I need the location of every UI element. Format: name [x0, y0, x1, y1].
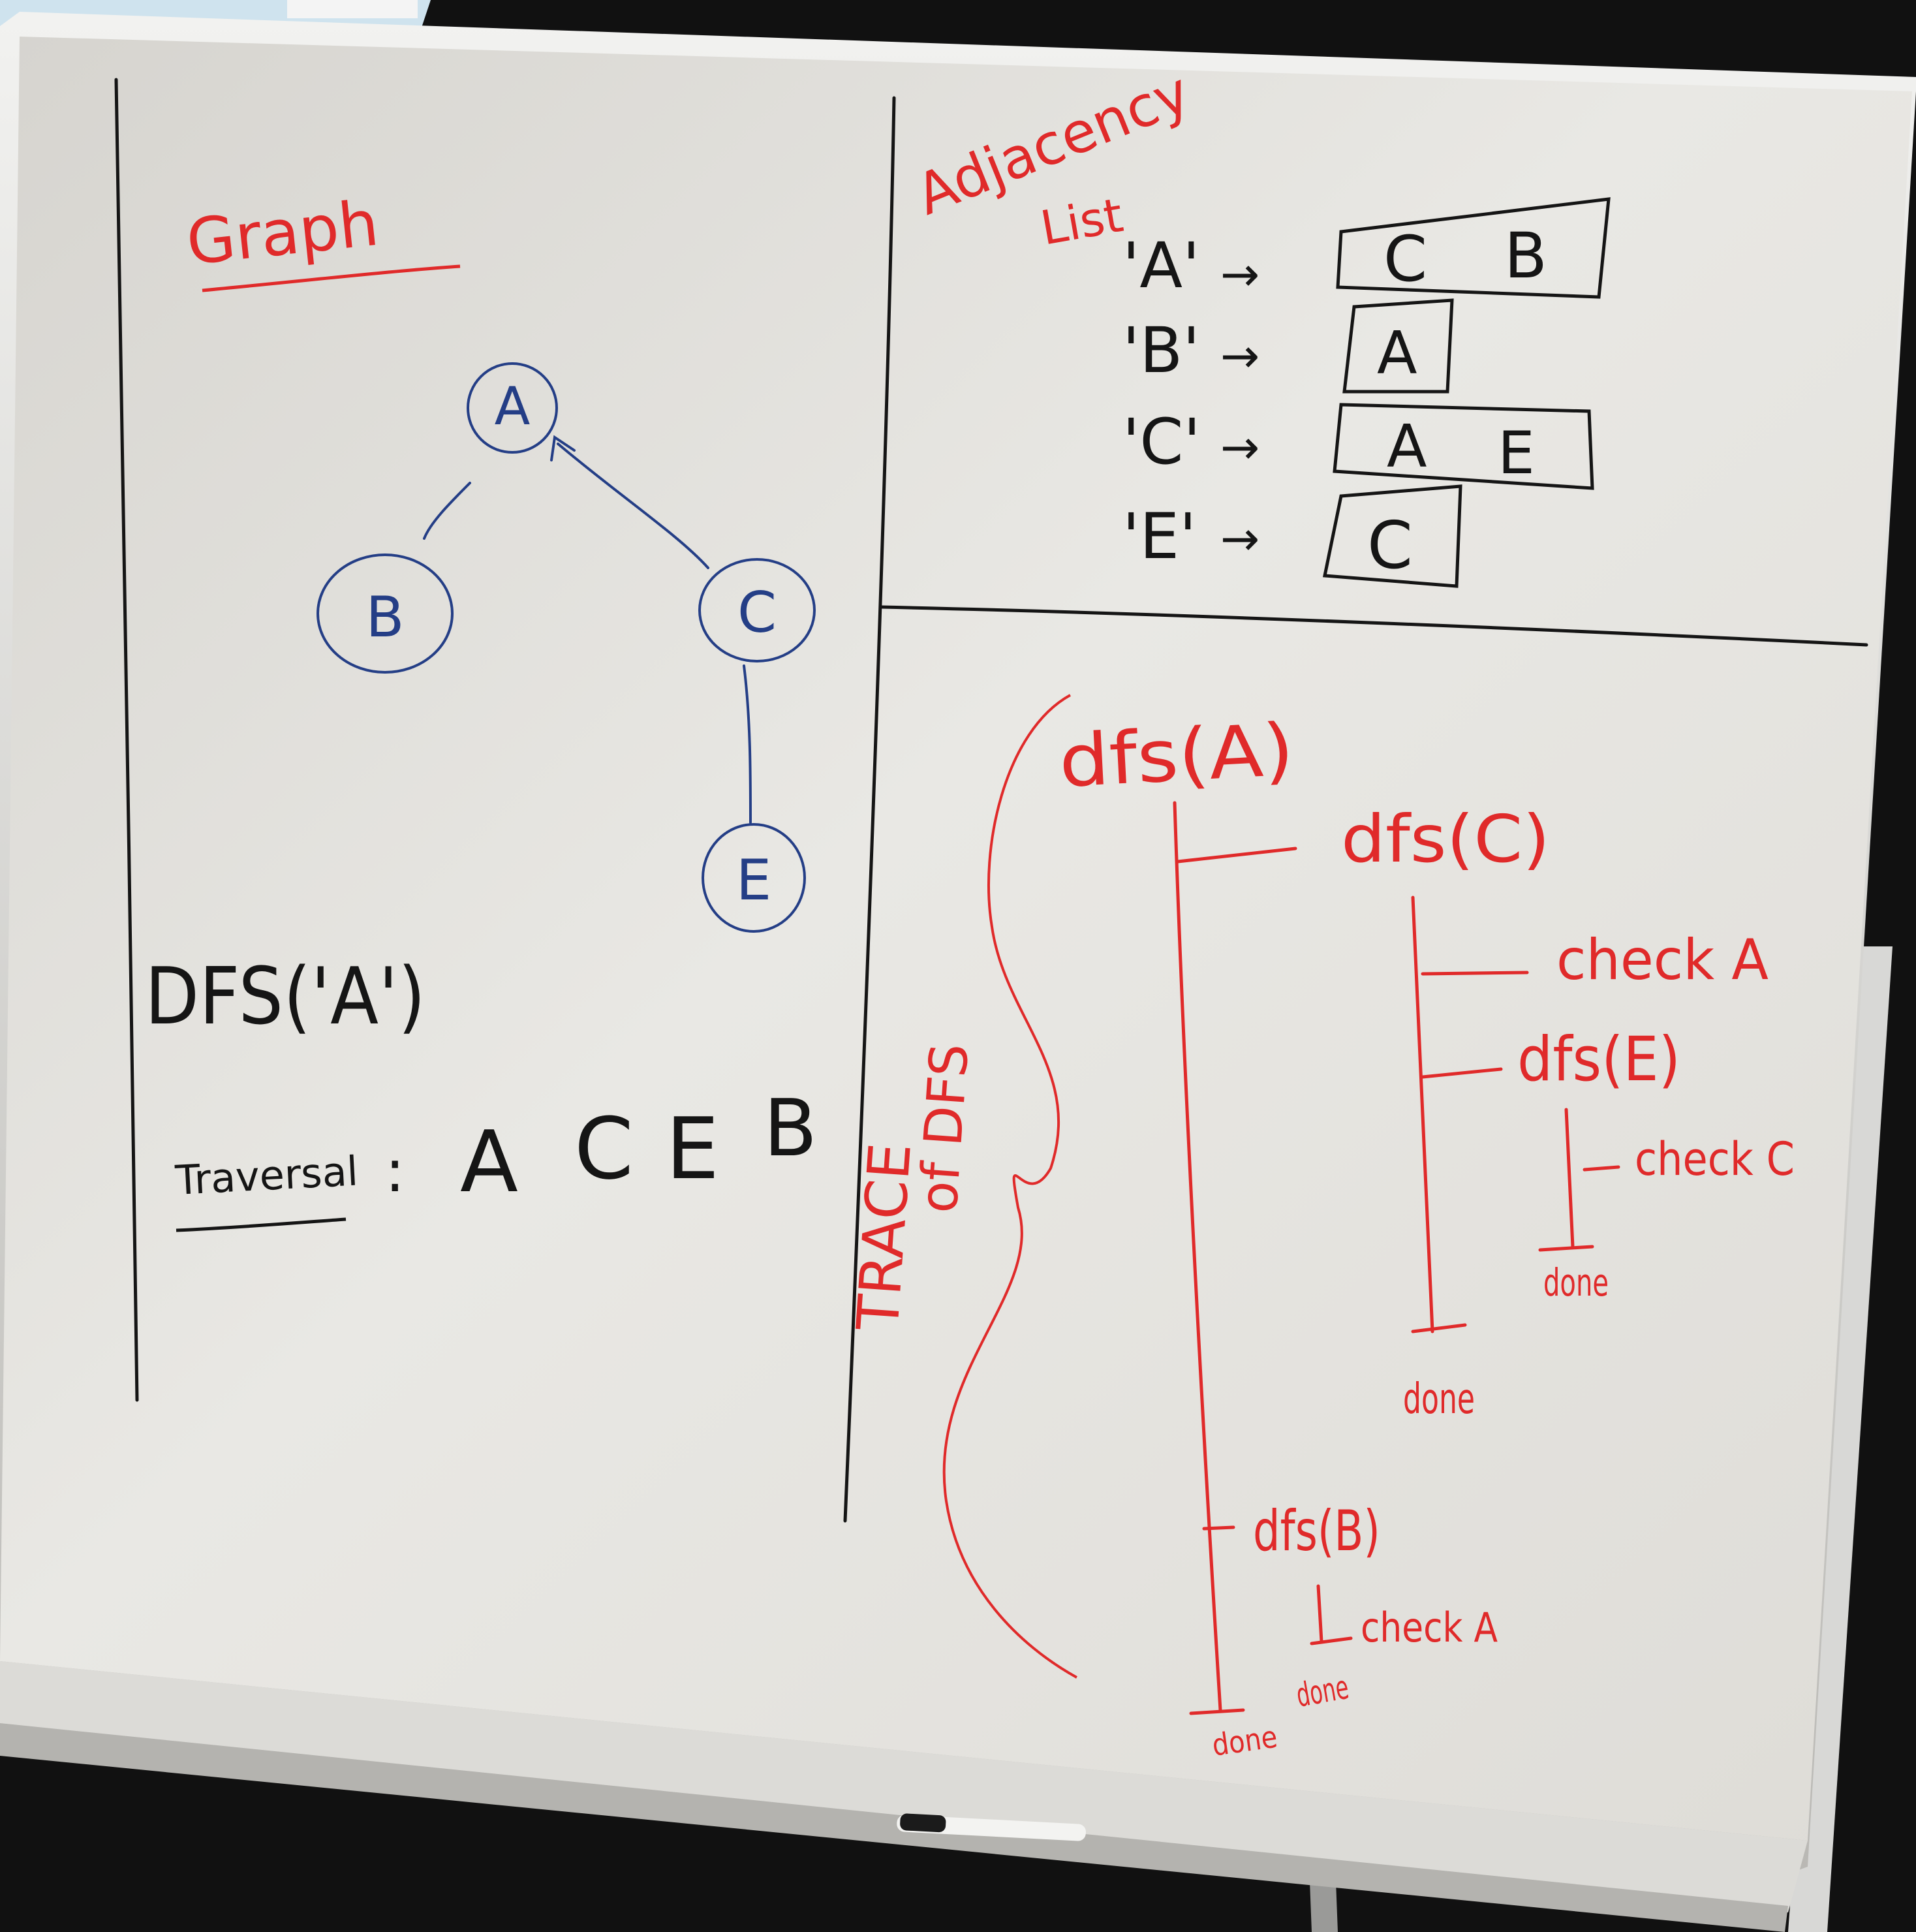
adjacency-row-e: 'E' → C	[1122, 484, 1462, 588]
dfs-call: DFS('A')	[145, 952, 425, 1042]
adjacency-row-a: 'A' → C B	[1122, 197, 1611, 302]
trace-step: dfs(E)	[1517, 1024, 1680, 1095]
section-dividers	[114, 78, 1868, 1523]
traversal-node: E	[666, 1099, 719, 1198]
neighbor-box	[1333, 403, 1594, 490]
edge-c-e	[743, 664, 752, 824]
graph-node-c: C	[698, 558, 816, 662]
neighbor-value: B	[1504, 219, 1547, 292]
neighbor-value: C	[1367, 507, 1413, 584]
traversal-order: A C E B	[460, 1083, 817, 1211]
trace-brace	[942, 694, 1077, 1679]
traversal-node: C	[574, 1099, 634, 1198]
neighbor-box	[1322, 484, 1462, 588]
adjacency-row-b: 'B' → A	[1122, 298, 1454, 394]
trace-section: TRACE of DFS dfs(A) dfs(C) check A dfs(E…	[844, 694, 1795, 1763]
arrow-icon: →	[1220, 511, 1259, 566]
neighbor-value: A	[1387, 413, 1427, 481]
trace-label-line1: TRACE	[844, 1141, 924, 1333]
adjacency-key: 'B'	[1122, 314, 1200, 387]
trace-step: dfs(B)	[1253, 1499, 1380, 1564]
graph-section: Graph A B C E DFS('A') Traversal :	[145, 187, 817, 1232]
edge-a-arrowhead	[550, 435, 576, 461]
arrow-icon: →	[1220, 420, 1259, 475]
node-label-b: B	[366, 585, 405, 650]
adjacency-key: 'E'	[1122, 500, 1196, 573]
adjacency-row-c: 'C' → A E	[1122, 403, 1594, 490]
trace-step: done	[1543, 1260, 1609, 1305]
trace-step: done	[1293, 1668, 1352, 1715]
adjacency-key: 'A'	[1122, 229, 1199, 302]
node-label-a: A	[495, 376, 531, 437]
trace-label-line2: of DFS	[908, 1042, 980, 1215]
neighbor-value: A	[1377, 319, 1417, 388]
neighbor-box	[1336, 197, 1611, 299]
graph-title-underline	[202, 264, 461, 292]
node-label-e: E	[736, 848, 771, 913]
trace-step: check A	[1361, 1604, 1498, 1651]
trace-step: dfs(C)	[1341, 801, 1550, 877]
arrow-icon: →	[1220, 247, 1259, 302]
ceiling-light	[287, 0, 418, 18]
neighbor-value: E	[1498, 419, 1535, 488]
graph-node-a: A	[467, 362, 558, 454]
traversal-node: B	[764, 1083, 817, 1174]
traversal-underline	[176, 1217, 347, 1232]
trace-root-call: dfs(A)	[1057, 708, 1296, 803]
graph-edges	[423, 435, 752, 824]
traversal-label: Traversal	[174, 1147, 360, 1204]
traversal-colon: :	[385, 1137, 405, 1206]
marker-tray	[0, 1661, 1808, 1912]
neighbor-box	[1342, 298, 1454, 394]
neighbor-value: C	[1383, 223, 1427, 296]
edge-a-c	[557, 443, 709, 569]
trace-tree-lines	[1173, 801, 1620, 1715]
graph-node-e: E	[702, 823, 806, 933]
node-label-c: C	[737, 580, 777, 646]
traversal-node: A	[460, 1112, 518, 1211]
marker-icon	[897, 1813, 1086, 1841]
marker-tray-lip	[0, 1723, 1788, 1932]
trace-step: check C	[1635, 1132, 1795, 1186]
adjacency-key: 'C'	[1122, 405, 1201, 478]
arrow-icon: →	[1220, 328, 1259, 383]
graph-node-b: B	[317, 553, 454, 674]
trace-step: done	[1403, 1375, 1475, 1424]
trace-step: check A	[1556, 927, 1769, 993]
edge-a-b	[423, 482, 471, 540]
